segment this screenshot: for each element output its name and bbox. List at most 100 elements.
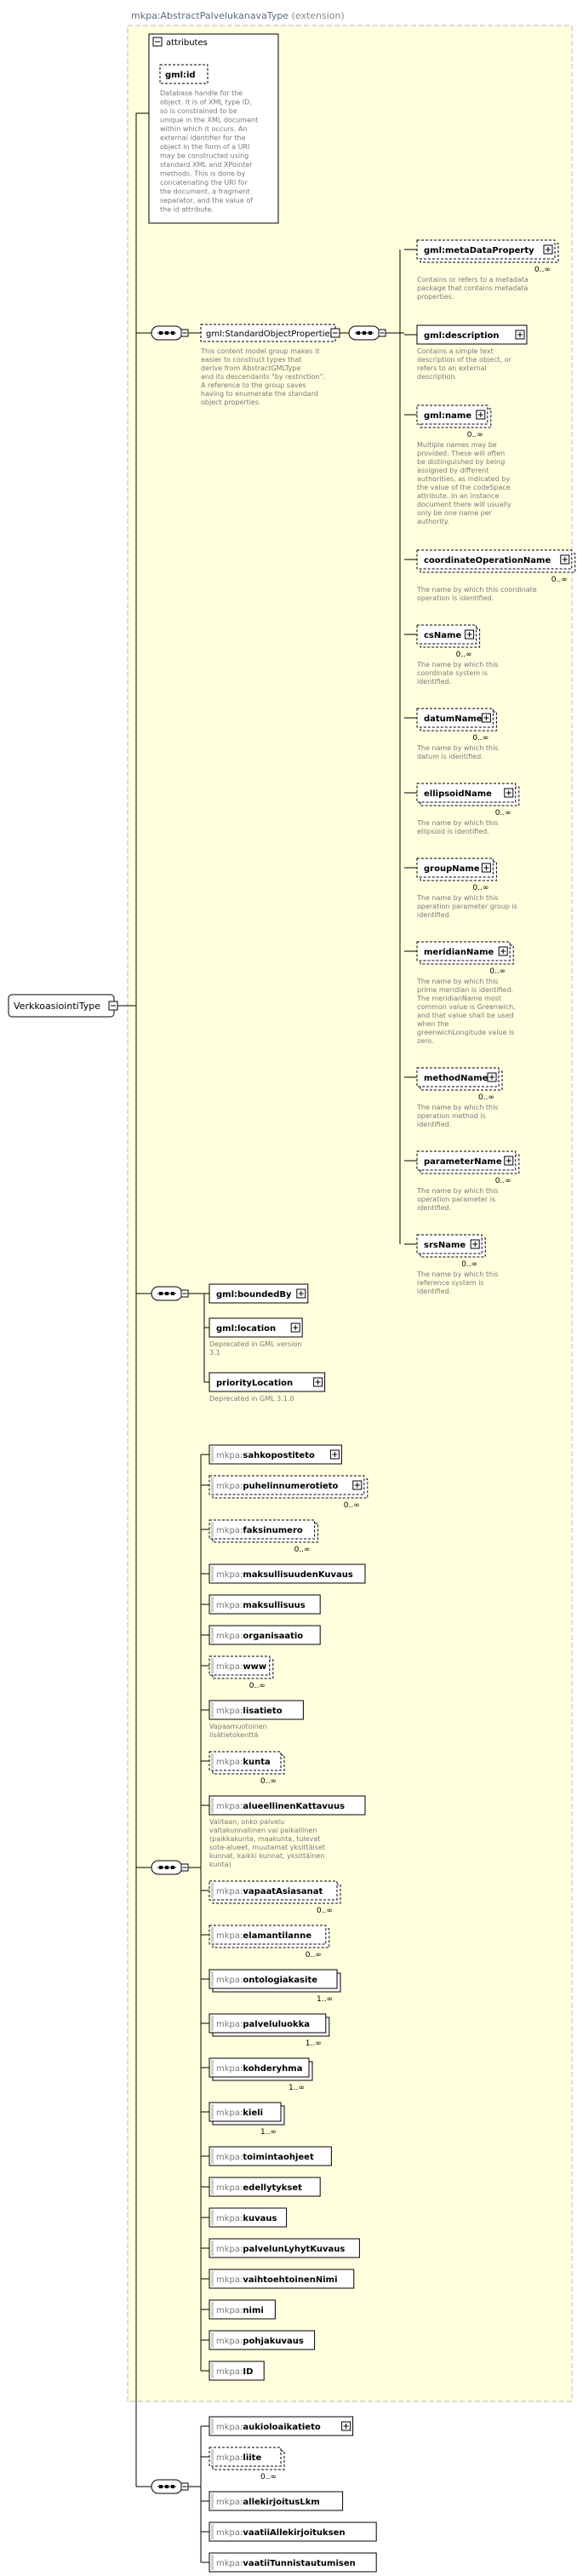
cardinality-label: 0..∞ [260,2473,277,2481]
element-stripe [211,1658,214,1673]
element-label: parameterName [424,1157,502,1167]
element-label: mkpa:allekirjoitusLkm [216,2498,320,2507]
annotation-text: identified. [417,1288,451,1295]
gml-id-attr[interactable] [159,64,209,84]
element-label: mkpa:vaihtoehtoinenNimi [216,2275,338,2285]
element-stripe [211,1477,214,1493]
annotation-text: authorities, as indicated by [417,475,510,483]
element-label: mkpa:www [216,1662,266,1672]
element-label: coordinateOperationName [424,556,551,565]
attributes-title: attributes [166,38,208,48]
element-name: methodName [424,1074,488,1083]
element-prefix: mkpa: [216,2245,243,2254]
element-name: kieli [243,2108,263,2118]
root-element-label: VerkkoasiointiType [14,1001,100,1012]
element-label: mkpa:vaatiiTunnistautumisen [216,2559,356,2568]
annotation-text: Valitaan, onko palvelu [209,1818,284,1826]
element-name: sahkopostiteto [243,1451,315,1460]
annotation-text: external identifier for the [160,135,246,142]
element-name: vapaatAsiasanat [243,1887,323,1896]
element-name: organisaatio [243,1632,303,1641]
element-name: groupName [424,864,480,874]
element-prefix: mkpa: [216,2064,243,2074]
element-prefix: mkpa: [216,1482,243,1491]
element-label: gml:name [424,411,471,421]
sequence-dot-icon [159,2485,163,2488]
element-label: mkpa:kunta [216,1758,271,1767]
annotation-text: The name by which this [416,978,498,985]
element-stripe [211,2332,214,2348]
element-label: priorityLocation [216,1379,293,1388]
element-name: gml:boundedBy [216,1290,292,1299]
element-stripe [211,2493,214,2509]
element-label: mkpa:aukioloaikatieto [216,2423,321,2432]
element-name: kohderyhma [243,2064,302,2074]
element-name: priorityLocation [216,1379,293,1388]
element-name: edellytykset [243,2183,302,2193]
annotation-text: separator, and the value of [160,197,253,204]
element-gmlname[interactable] [416,404,488,425]
element-name: ontologiakasite [243,1976,317,1985]
sequence-dot-icon [165,2485,169,2488]
cardinality-label: 0..∞ [344,1501,360,1510]
element-stripe [211,2210,214,2225]
element-name: palveluluokka [243,2020,310,2029]
element-label: mkpa:maksullisuus [216,1601,306,1610]
element-label: gml:metaDataProperty [424,246,534,255]
element-prefix: mkpa: [216,1662,243,1672]
annotation-text: only be one name per [417,509,493,517]
element-name: gml:name [424,411,471,421]
annotation-text: greenwichLongitude value is [417,1029,514,1036]
annotation-text: The name by which this [416,1271,498,1278]
element-stripe [211,2149,214,2164]
element-name: liite [243,2453,261,2463]
element-stripe [211,1447,214,1462]
cardinality-label: 0..∞ [294,1546,311,1554]
element-prefix: mkpa: [216,2108,243,2118]
element-name: meridianName [424,948,494,957]
element-label: mkpa:nimi [216,2306,264,2315]
annotation-text: the value of the codeSpace [417,484,511,491]
annotation-text: 3.1 [209,1349,220,1357]
annotation-text: ellipsoid is identified. [417,828,489,835]
element-label: groupName [424,864,480,874]
annotation-text: description of the object, or [417,356,512,364]
sequence-dot-icon [171,2485,174,2488]
element-label: gml:boundedBy [216,1290,292,1299]
annotation-text: operation parameter group is [417,903,517,910]
cardinality-label: 0..∞ [249,1682,266,1690]
annotation-text: having to enumerate the standard [201,390,318,398]
element-ellipsoidname[interactable] [416,783,517,803]
element-label: mkpa:palveluluokka [216,2020,310,2029]
element-label: mkpa:kuvaus [216,2214,277,2223]
cardinality-label: 0..∞ [478,1093,494,1102]
cardinality-label: 0..∞ [472,734,488,743]
element-prefix: mkpa: [216,1802,243,1811]
sequence-dot-icon [165,1292,169,1295]
element-stripe [211,2060,214,2075]
element-name: puhelinnumerotieto [243,1482,338,1491]
annotation-text: The name by which this [416,1187,498,1195]
element-stripe [211,1522,214,1537]
element-label: mkpa:vapaatAsiasanat [216,1887,323,1896]
annotation-text: may be constructed using [160,152,249,160]
sequence-dot-icon [357,331,360,335]
annotation-text: The name by which this [416,1104,498,1111]
annotation-text: operation is identified. [417,594,494,602]
element-prefix: mkpa: [216,1887,243,1896]
annotation-text: The meridianName most [416,995,501,1002]
element-stripe [211,2104,214,2120]
annotation-text: so is constrained to be [160,107,237,115]
element-stripe [211,2555,214,2570]
element-prefix: mkpa: [216,1526,243,1535]
element-www[interactable] [209,1655,271,1676]
element-name: alueellinenKattavuus [243,1802,345,1811]
annotation-text: properties. [417,293,454,301]
cardinality-label: 0..∞ [260,1777,277,1786]
cardinality-label: 1..∞ [317,1995,333,2004]
element-parametername[interactable] [416,1150,517,1171]
element-label: mkpa:kohderyhma [216,2064,302,2074]
annotation-text: identified. [417,1121,451,1128]
element-stripe [211,1702,214,1718]
element-label: mkpa:maksullisuudenKuvaus [216,1570,353,1580]
